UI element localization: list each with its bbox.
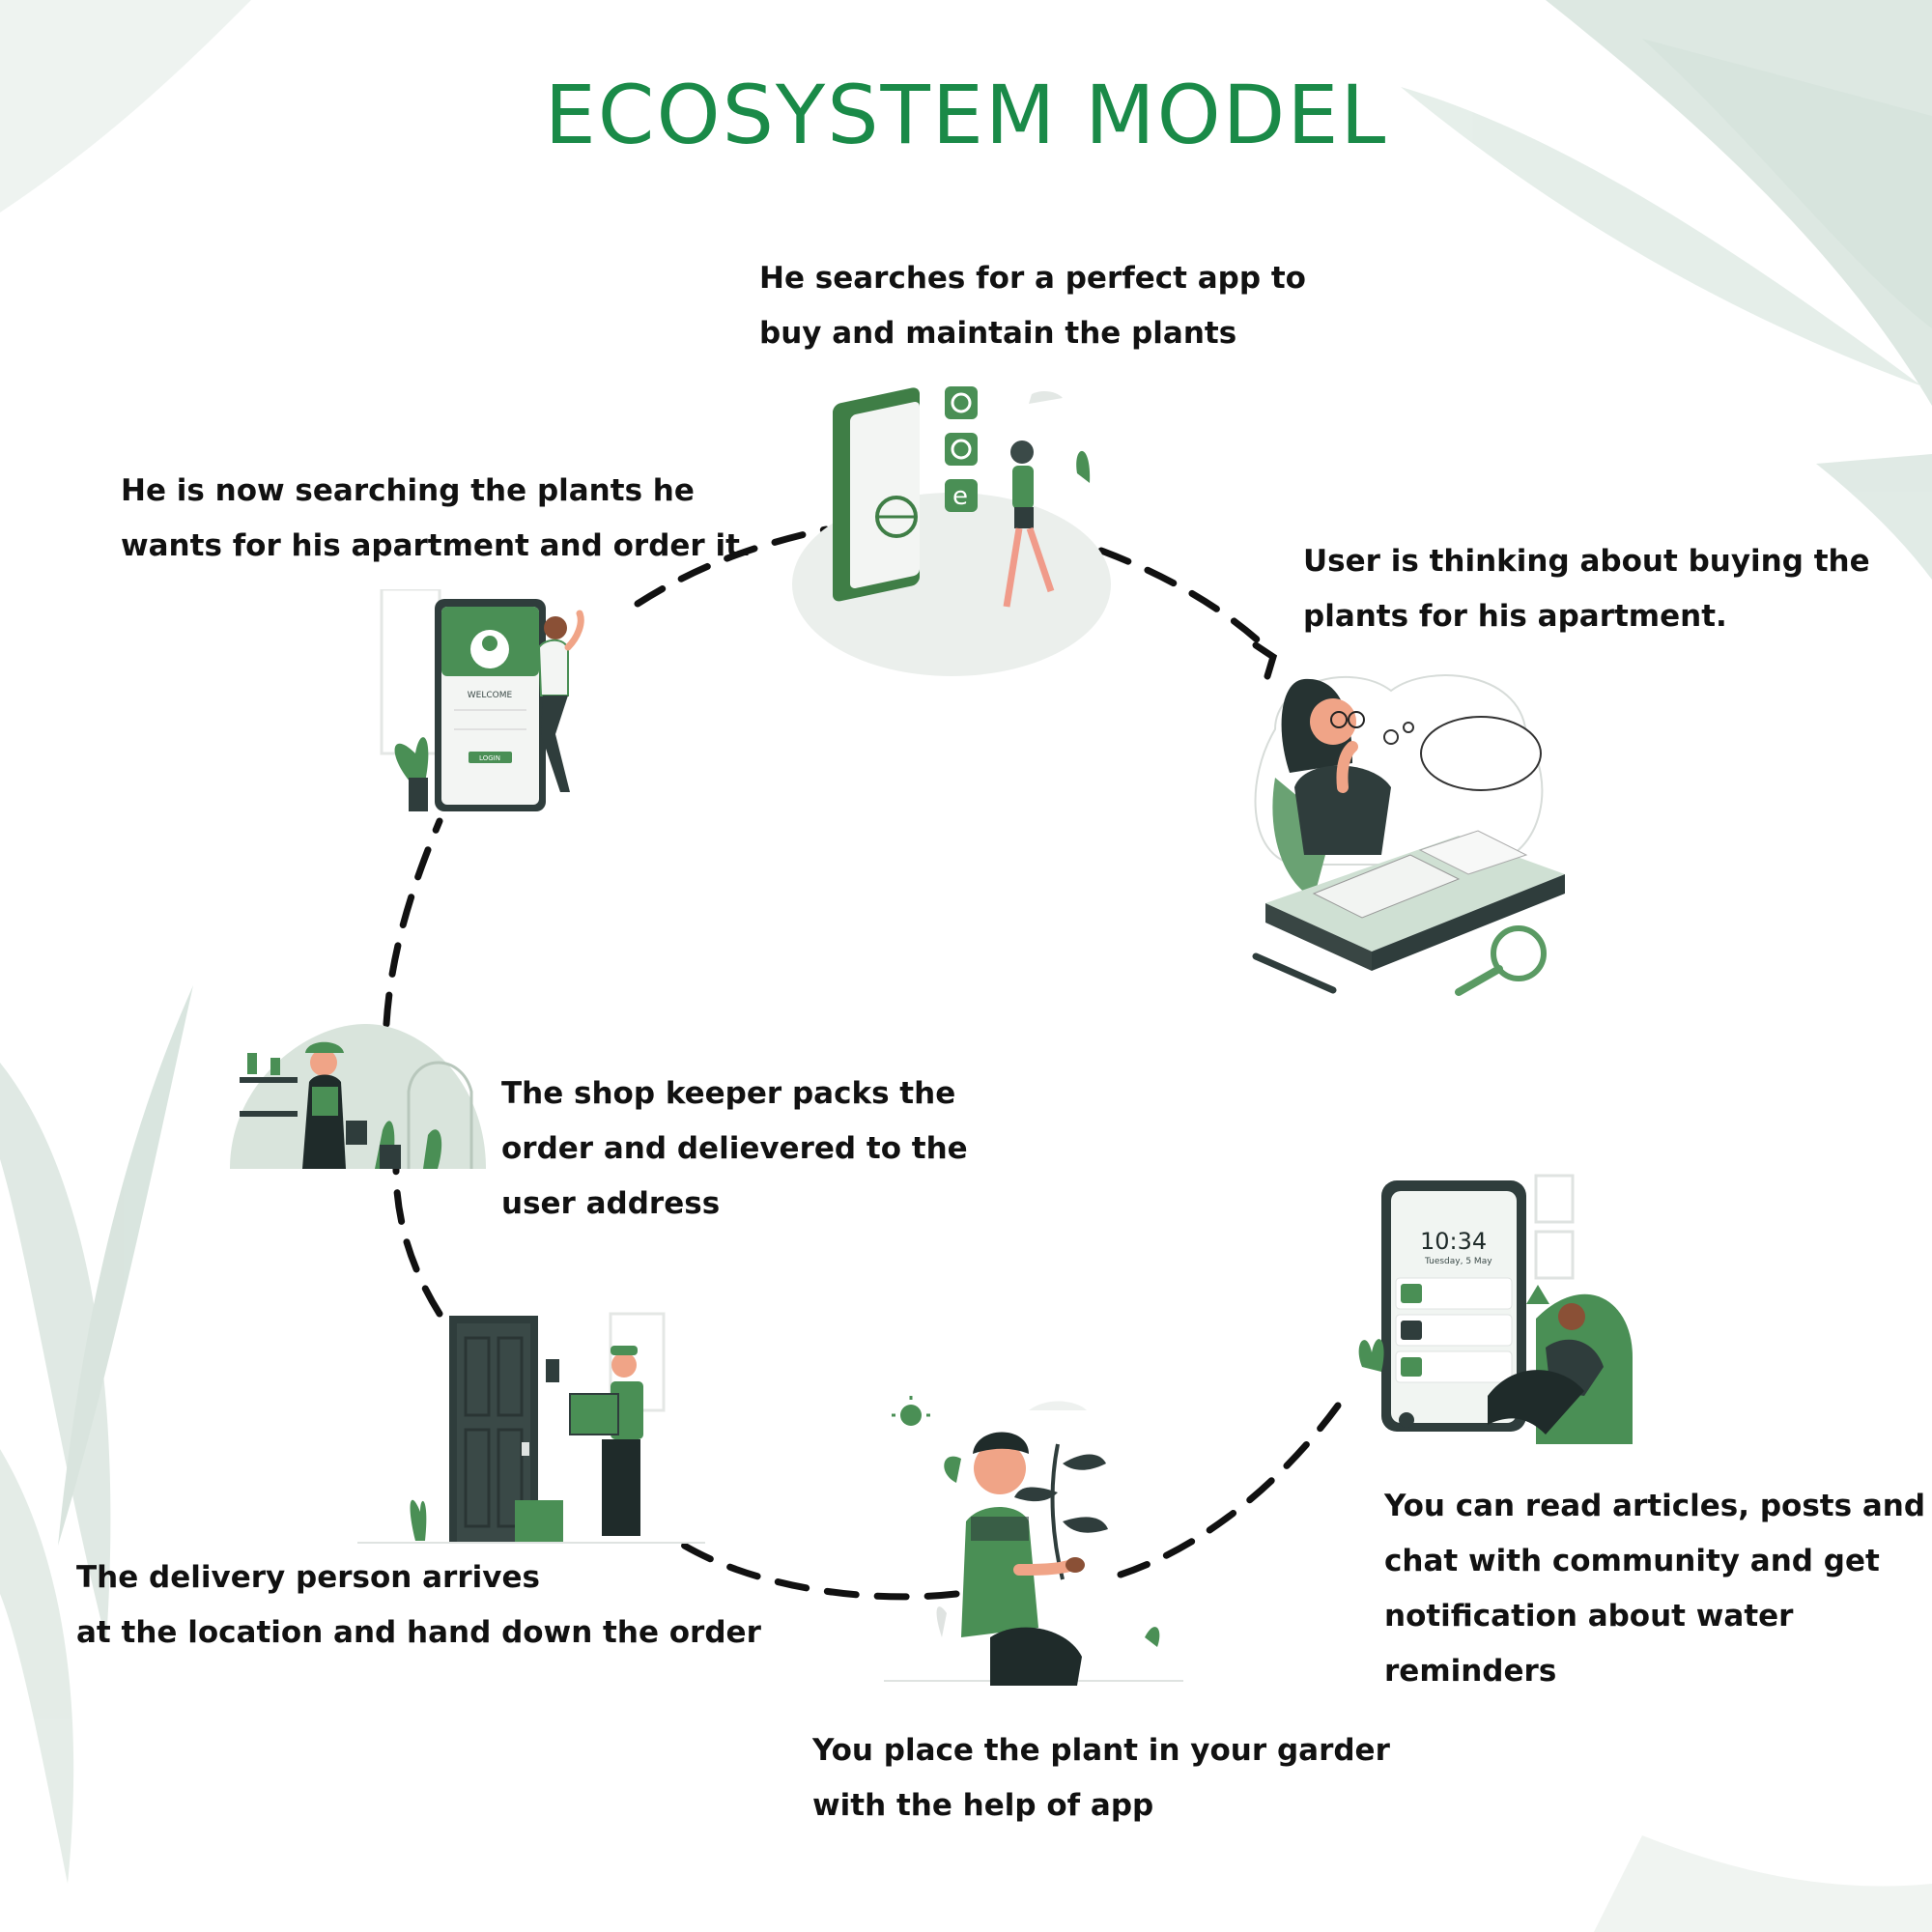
caption-line: plants for his apartment.	[1303, 599, 1727, 634]
delivery-shape	[464, 1428, 491, 1528]
delivery-shape	[611, 1352, 637, 1378]
date-text: Tuesday, 5 May	[1424, 1257, 1492, 1266]
caption-line: notification about water	[1384, 1599, 1794, 1634]
caption-ordering: He is now searching the plants he wants …	[121, 464, 752, 574]
caption-line: wants for his apartment and order it.	[121, 528, 752, 563]
caption-line: chat with community and get	[1384, 1544, 1880, 1578]
arrow-ordering-to-search	[634, 526, 830, 608]
caption-line: You place the plant in your garder	[812, 1733, 1390, 1768]
caption-community: You can read articles, posts and chat wi…	[1384, 1479, 1925, 1699]
arrow-search-to-thinking	[1097, 547, 1274, 656]
clock-text: 10:34	[1420, 1228, 1487, 1255]
caption-delivery: The delivery person arrives at the locat…	[76, 1550, 761, 1661]
delivery-shape	[611, 1346, 638, 1355]
delivery-shape	[515, 1500, 563, 1543]
caption-line: He is now searching the plants he	[121, 473, 695, 508]
delivery-shape	[569, 1393, 619, 1435]
caption-search-app: He searches for a perfect app to buy and…	[759, 251, 1306, 361]
caption-line: with the help of app	[812, 1788, 1154, 1823]
delivery-shape	[464, 1336, 491, 1417]
thinking-person-illustration	[1252, 674, 1565, 996]
phone-apps-illustration: e	[792, 386, 1111, 676]
caption-line: at the location and hand down the order	[76, 1615, 761, 1650]
arrow-planting-to-delivery	[672, 1537, 960, 1601]
caption-planting: You place the plant in your garder with …	[812, 1723, 1390, 1833]
page-title: ECOSYSTEM MODEL	[544, 68, 1388, 162]
caption-thinking: User is thinking about buying the plants…	[1303, 534, 1870, 644]
caption-line: He searches for a perfect app to	[759, 261, 1306, 296]
caption-line: The delivery person arrives	[76, 1560, 540, 1595]
caption-line: user address	[501, 1186, 721, 1221]
delivery-shape	[522, 1442, 529, 1456]
login-phone-illustration: WELCOME LOGIN	[380, 589, 584, 811]
caption-line: reminders	[1384, 1654, 1557, 1689]
delivery-shape	[497, 1336, 524, 1417]
caption-line: The shop keeper packs the	[501, 1076, 956, 1111]
gardener-illustration	[884, 1396, 1183, 1686]
arrow-delivery-to-shopkeeper	[392, 1165, 443, 1318]
caption-line: User is thinking about buying the	[1303, 544, 1870, 579]
caption-line: order and delievered to the	[501, 1131, 968, 1166]
shopkeeper-illustration	[230, 1024, 486, 1169]
phone-notifications-illustration: 10:34 Tuesday, 5 May	[1358, 1174, 1633, 1444]
delivery-shape	[546, 1359, 559, 1382]
caption-line: You can read articles, posts and	[1384, 1489, 1926, 1523]
delivery-shape	[602, 1439, 640, 1536]
delivery-shape	[410, 1499, 427, 1541]
arrow-shopkeeper-to-ordering	[383, 817, 443, 1028]
arrow-head	[1252, 641, 1278, 680]
welcome-text: WELCOME	[468, 691, 513, 700]
caption-shopkeeper: The shop keeper packs the order and deli…	[501, 1066, 968, 1232]
caption-line: buy and maintain the plants	[759, 316, 1237, 351]
delivery-shape	[497, 1428, 524, 1528]
svg-text:e: e	[952, 482, 968, 511]
login-text: LOGIN	[479, 754, 500, 762]
delivery-illustration	[357, 1312, 705, 1544]
